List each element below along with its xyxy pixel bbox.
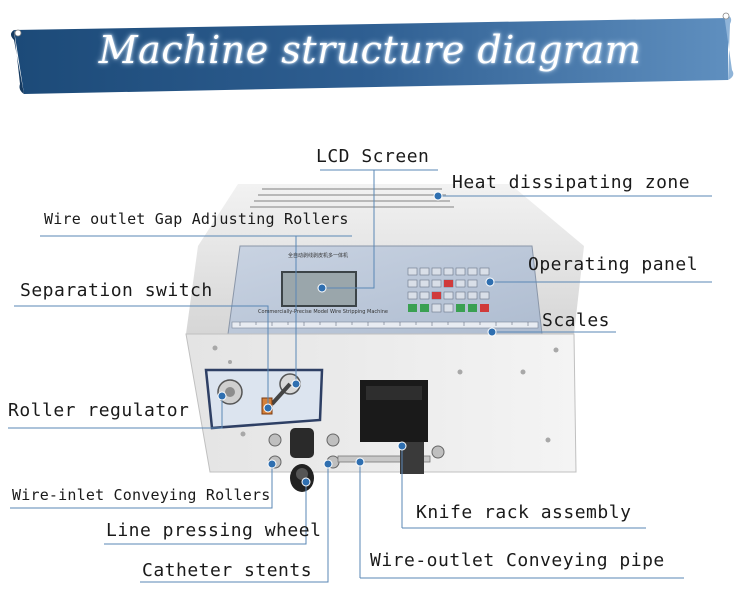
title-banner (11, 12, 734, 94)
label-knife-rack-assembly: Knife rack assembly (416, 502, 632, 523)
marker-scales (487, 327, 497, 337)
marker-separation-switch (263, 403, 273, 413)
label-heat-dissipating-zone: Heat dissipating zone (452, 172, 691, 193)
heat-vent (250, 188, 454, 208)
leader-separation-switch (14, 305, 269, 408)
marker-knife-rack (397, 441, 407, 451)
label-wire-inlet-conveying-rollers: Wire-inlet Conveying Rollers (12, 486, 271, 504)
front-screws (212, 345, 559, 443)
label-lcd-screen: LCD Screen (316, 146, 430, 167)
marker-catheter-stents (323, 459, 333, 469)
machine (185, 184, 584, 492)
panel-subtitle: Commercially-Precise Model Wire Strippin… (258, 309, 388, 315)
marker-wire-outlet-pipe (355, 457, 365, 467)
line-pressing-wheel (290, 428, 314, 492)
keypad (407, 267, 490, 313)
control-panel (227, 245, 543, 335)
leader-lines (8, 169, 712, 583)
marker-lcd-screen (317, 283, 327, 293)
scale-ruler (231, 321, 539, 329)
label-wire-outlet-conveying-pipe: Wire-outlet Conveying pipe (370, 550, 665, 571)
leader-catheter-stents (140, 464, 329, 583)
label-wire-outlet-gap-adjusting-rollers: Wire outlet Gap Adjusting Rollers (44, 210, 349, 228)
leader-markers (217, 191, 497, 487)
leader-gap-rollers (40, 235, 352, 384)
marker-line-pressing-wheel (301, 477, 311, 487)
leader-wire-inlet-rollers (10, 464, 273, 509)
leader-roller-regulator (8, 396, 223, 429)
label-operating-panel: Operating panel (528, 254, 699, 275)
leader-line-pressing-wheel (104, 482, 307, 545)
marker-roller-regulator (217, 391, 227, 401)
knife-rack (360, 380, 445, 474)
wire-outlet-pipe (337, 455, 431, 463)
label-roller-regulator: Roller regulator (8, 400, 190, 421)
label-catheter-stents: Catheter stents (142, 560, 313, 581)
leader-wire-outlet-pipe (359, 462, 684, 579)
panel-title: 全自动剥线剥皮机多一体机 (287, 253, 348, 259)
marker-wire-inlet-rollers (267, 459, 277, 469)
label-line-pressing-wheel: Line pressing wheel (106, 520, 322, 541)
label-separation-switch: Separation switch (20, 280, 213, 301)
leader-knife-rack (401, 446, 646, 529)
leader-lcd-screen (320, 169, 438, 289)
label-scales: Scales (542, 310, 611, 331)
page-title: Machine structure diagram (98, 28, 642, 72)
marker-heat-dissipating-zone (433, 191, 443, 201)
marker-gap-rollers (291, 379, 301, 389)
marker-operating-panel (485, 277, 495, 287)
